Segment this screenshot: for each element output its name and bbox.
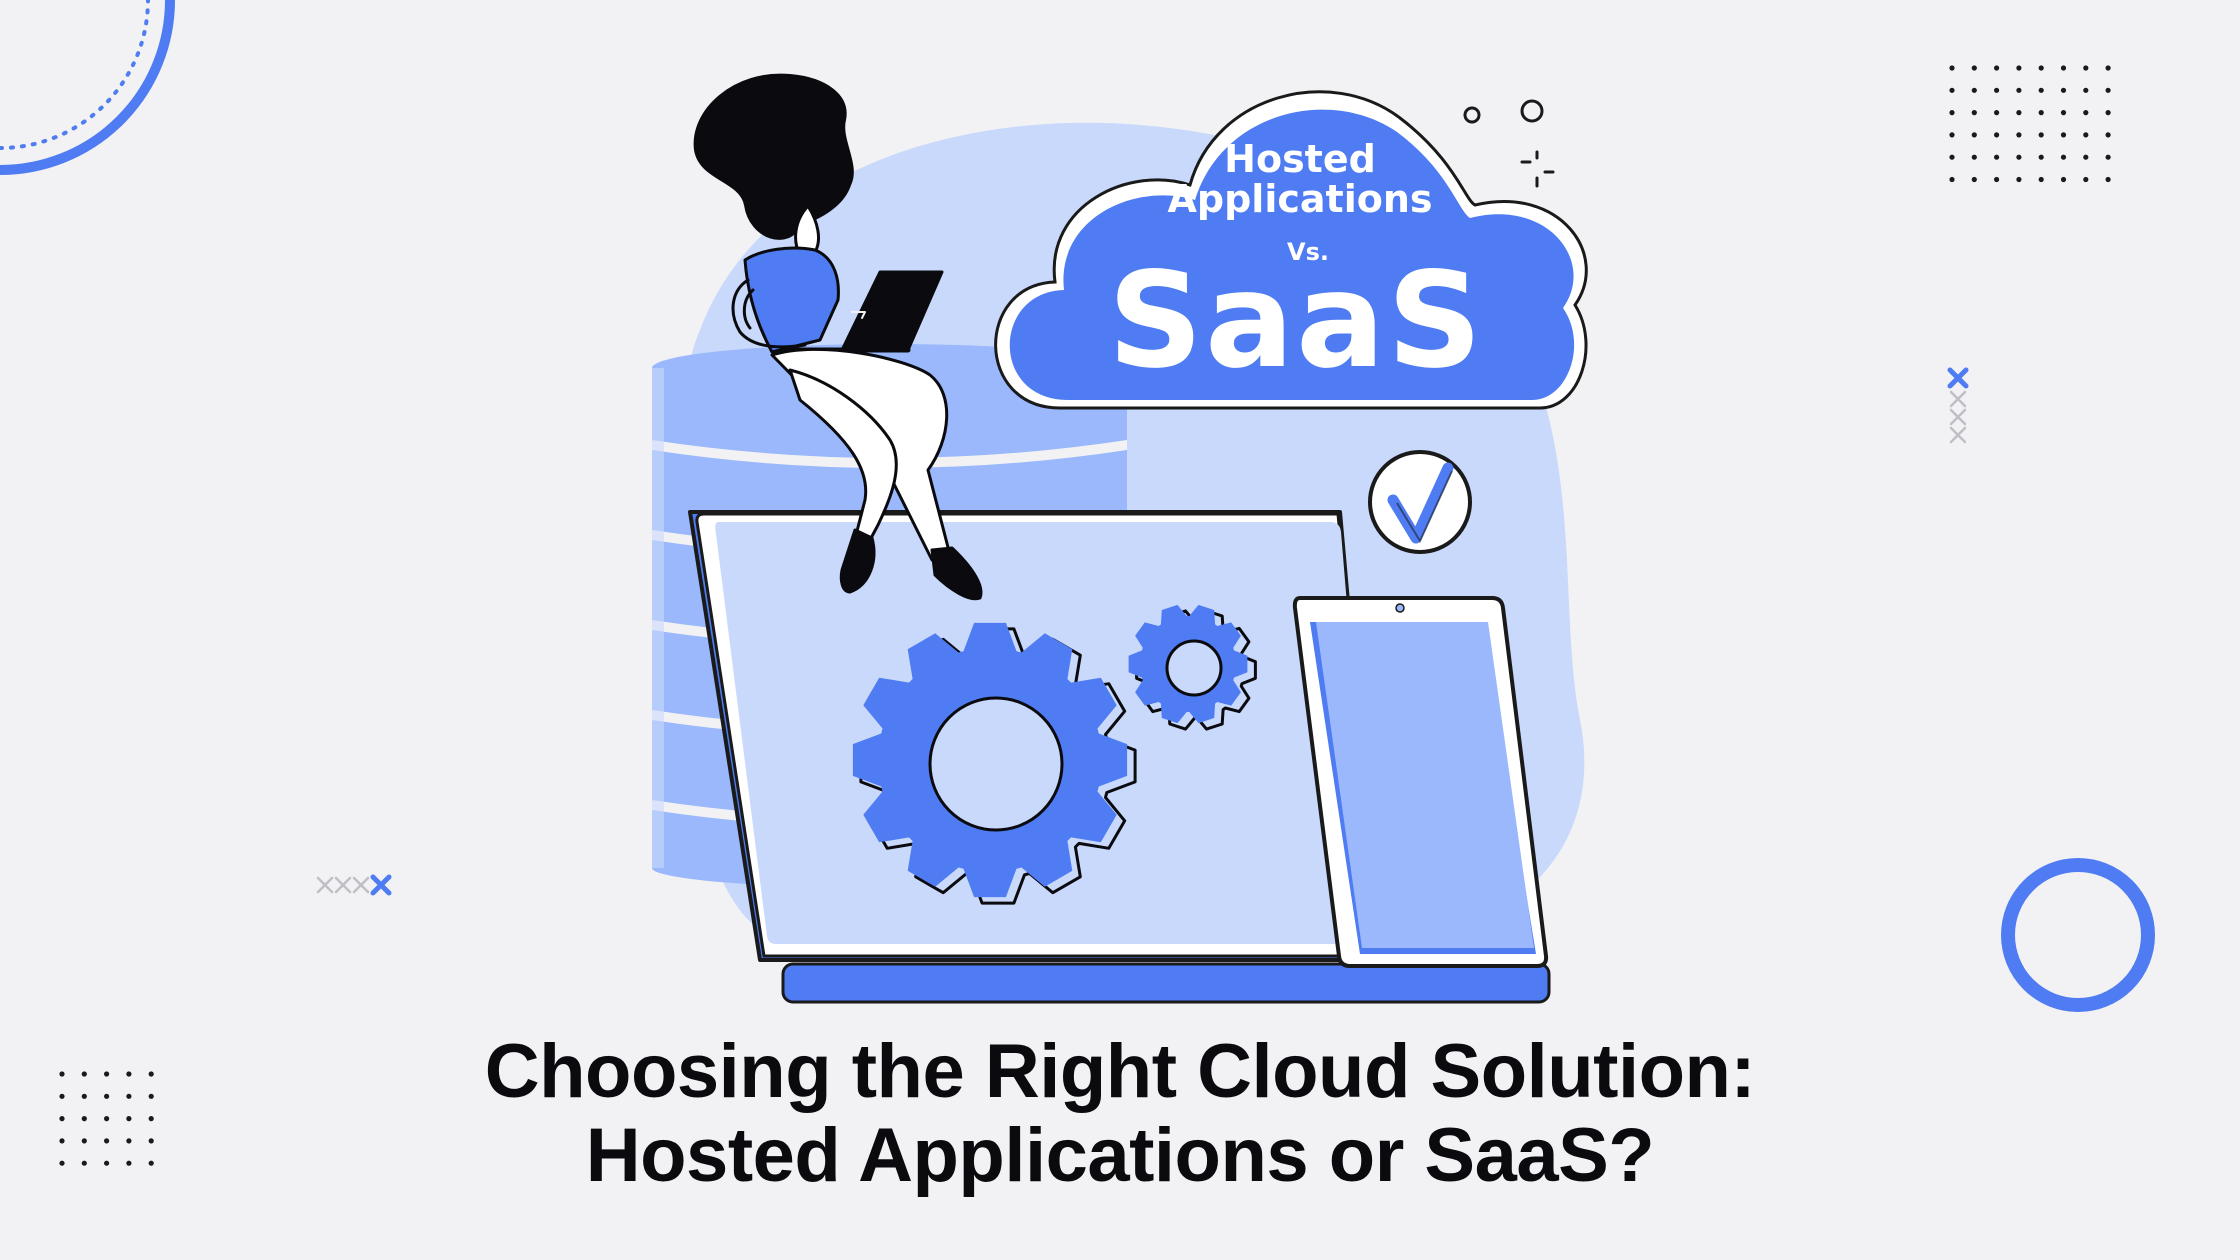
- decor-dot: [2016, 87, 2022, 93]
- page-title-line1: Choosing the Right Cloud Solution:: [484, 1029, 1756, 1114]
- decor-dot: [2083, 65, 2089, 71]
- decor-dot: [59, 1116, 65, 1122]
- decor-dot: [59, 1160, 65, 1166]
- decor-dot: [2016, 154, 2022, 160]
- decor-dot-grid-top-right: [1949, 65, 2111, 183]
- decor-dot: [2083, 154, 2089, 160]
- decor-dot: [2038, 65, 2044, 71]
- decor-dot: [1994, 87, 2000, 93]
- decor-dot: [1994, 132, 2000, 138]
- cloud-main: SaaS: [1108, 244, 1484, 398]
- decor-dot: [81, 1160, 87, 1166]
- decor-dot: [126, 1116, 132, 1122]
- decor-dot: [2038, 110, 2044, 116]
- decor-dot: [104, 1071, 110, 1077]
- decor-dot: [2105, 110, 2111, 116]
- decor-dot: [1971, 65, 1977, 71]
- decor-dot: [104, 1160, 110, 1166]
- decor-dot: [2038, 132, 2044, 138]
- decor-dot: [2083, 110, 2089, 116]
- cloud-line1: Hosted: [1224, 137, 1376, 181]
- decor-dot: [126, 1138, 132, 1144]
- decor-dot: [104, 1116, 110, 1122]
- decor-dot: [148, 1093, 154, 1099]
- decor-dot: [148, 1138, 154, 1144]
- decor-dot: [2016, 132, 2022, 138]
- decor-dot: [1971, 132, 1977, 138]
- decor-dot: [1994, 65, 2000, 71]
- decor-dot: [81, 1071, 87, 1077]
- decor-dot: [126, 1093, 132, 1099]
- decor-dot: [1994, 110, 2000, 116]
- decor-dot: [1949, 132, 1955, 138]
- decor-dot: [104, 1093, 110, 1099]
- decor-dot: [2105, 176, 2111, 183]
- decor-dot: [81, 1116, 87, 1122]
- gear-icon-large: [852, 622, 1137, 905]
- decor-dot: [1971, 154, 1977, 160]
- decor-dot: [104, 1138, 110, 1144]
- decor-dot: [2016, 110, 2022, 116]
- decor-ring: [2001, 858, 2155, 1012]
- decor-dot: [1949, 87, 1955, 93]
- decor-dot: [126, 1071, 132, 1077]
- decor-x-marks-right: [1947, 367, 1969, 444]
- cloud-icon: Hosted Applications Vs. SaaS: [994, 90, 1588, 410]
- gear-icon-small: [1128, 604, 1257, 731]
- decor-dot: [1994, 176, 2000, 183]
- decor-dot: [2038, 154, 2044, 160]
- decor-dot: [1971, 87, 1977, 93]
- decor-dot: [2105, 87, 2111, 93]
- decor-dot: [1971, 176, 1977, 183]
- tablet-icon: [1292, 596, 1549, 968]
- decor-dot: [2083, 176, 2089, 183]
- decor-dot: [2016, 176, 2022, 183]
- decor-dot-grid-bottom-left: [59, 1071, 154, 1166]
- decor-dot: [1994, 154, 2000, 160]
- decor-dot: [2083, 132, 2089, 138]
- decor-dot: [2060, 176, 2067, 183]
- decor-dot: [2060, 154, 2067, 160]
- decor-small-circles: [1463, 99, 1555, 188]
- decor-dot: [148, 1071, 154, 1077]
- cloud-vs: Vs.: [1287, 238, 1329, 266]
- gear-hole: [928, 696, 1064, 832]
- decor-dot: [2060, 132, 2067, 138]
- decor-dot: [2038, 87, 2044, 93]
- decor-dot: [2105, 132, 2111, 138]
- decor-dot: [2060, 65, 2067, 71]
- decor-dot: [1949, 154, 1955, 160]
- decor-dot: [59, 1138, 65, 1144]
- decor-dot: [2060, 87, 2067, 93]
- decor-dot: [81, 1138, 87, 1144]
- gear-hole: [1165, 639, 1223, 697]
- decor-dot: [148, 1116, 154, 1122]
- person-illustration: [693, 73, 983, 601]
- decor-dot: [2016, 65, 2022, 71]
- decor-top-left-arc: [0, 0, 175, 175]
- decor-dot: [1971, 110, 1977, 116]
- page-title: Choosing the Right Cloud Solution: Hoste…: [0, 1030, 2240, 1198]
- decor-dot: [1949, 110, 1955, 116]
- decor-dot: [2060, 110, 2067, 116]
- decor-dot: [59, 1093, 65, 1099]
- decor-dot: [81, 1093, 87, 1099]
- decor-dot: [126, 1160, 132, 1166]
- decor-x-marks-left: [316, 874, 392, 896]
- page-title-line2: Hosted Applications or SaaS?: [585, 1113, 1655, 1198]
- decor-dot: [2105, 65, 2111, 71]
- decor-dot: [1949, 176, 1955, 183]
- decor-dot: [1949, 65, 1955, 71]
- decor-dot: [148, 1160, 154, 1166]
- decor-dot: [2083, 87, 2089, 93]
- cloud-line2: Applications: [1168, 177, 1433, 221]
- decor-dot: [2038, 176, 2044, 183]
- decor-dot: [2105, 154, 2111, 160]
- check-icon: [1368, 450, 1472, 554]
- decor-dot: [59, 1071, 65, 1077]
